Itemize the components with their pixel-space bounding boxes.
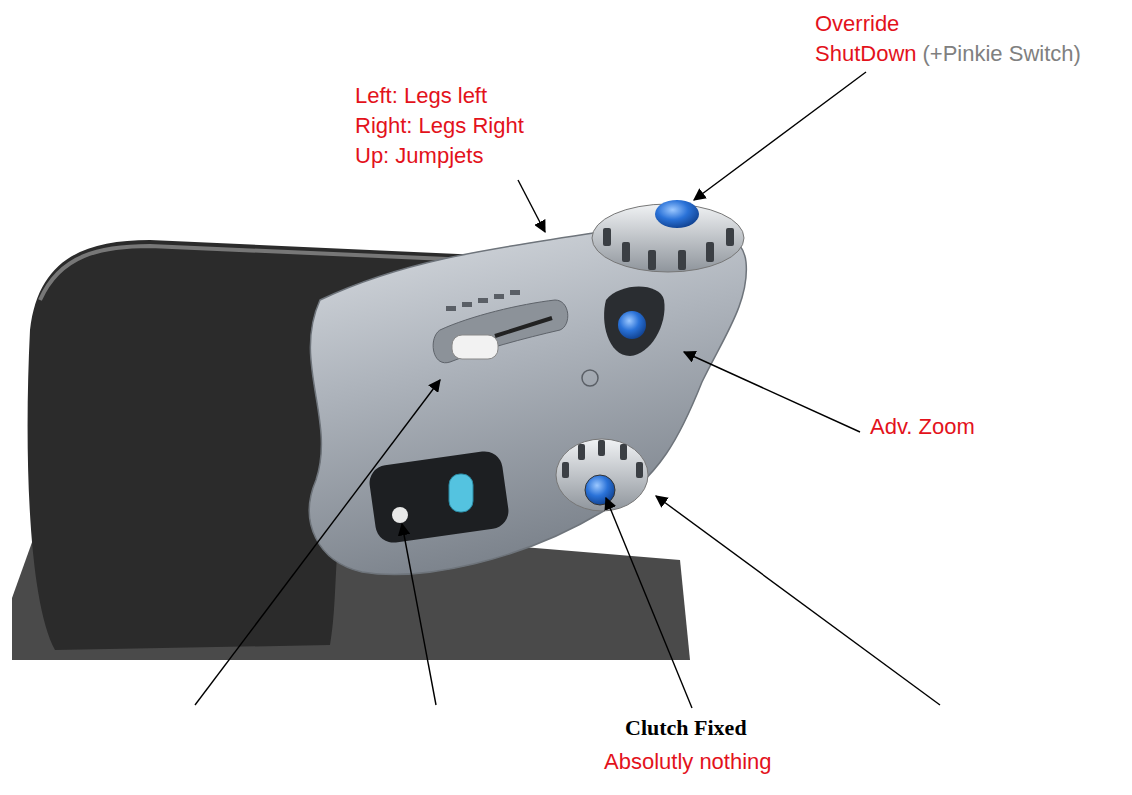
lower-hat [556,439,648,511]
callout-label: (+Pinkie Switch) [923,40,1081,68]
leader-lines [195,72,940,708]
lower-hat-slots [562,440,643,478]
callout-label: Up: Jumpjets [355,142,483,170]
slider-knob [452,335,498,359]
throttle-body [309,225,746,575]
slider-slot [433,300,568,363]
zoom-button [618,311,646,339]
white-button [392,507,408,523]
callout-label: Override [815,10,899,38]
callout-label: Right: Legs Right [355,112,524,140]
button-housing [604,287,664,357]
callout-label: ShutDown [815,40,917,68]
callout-label: Adv. Zoom [870,413,975,441]
lower-button [585,475,615,505]
hat-slots [603,228,734,270]
mini-panel [367,449,511,545]
mini-stick [449,474,473,512]
slider-rail [495,318,552,336]
hat-button [655,200,699,228]
callout-label: Clutch Fixed [625,714,747,742]
callout-label: Left: Legs left [355,82,487,110]
callout-label: Absolutly nothing [604,748,772,776]
logo [582,370,598,386]
